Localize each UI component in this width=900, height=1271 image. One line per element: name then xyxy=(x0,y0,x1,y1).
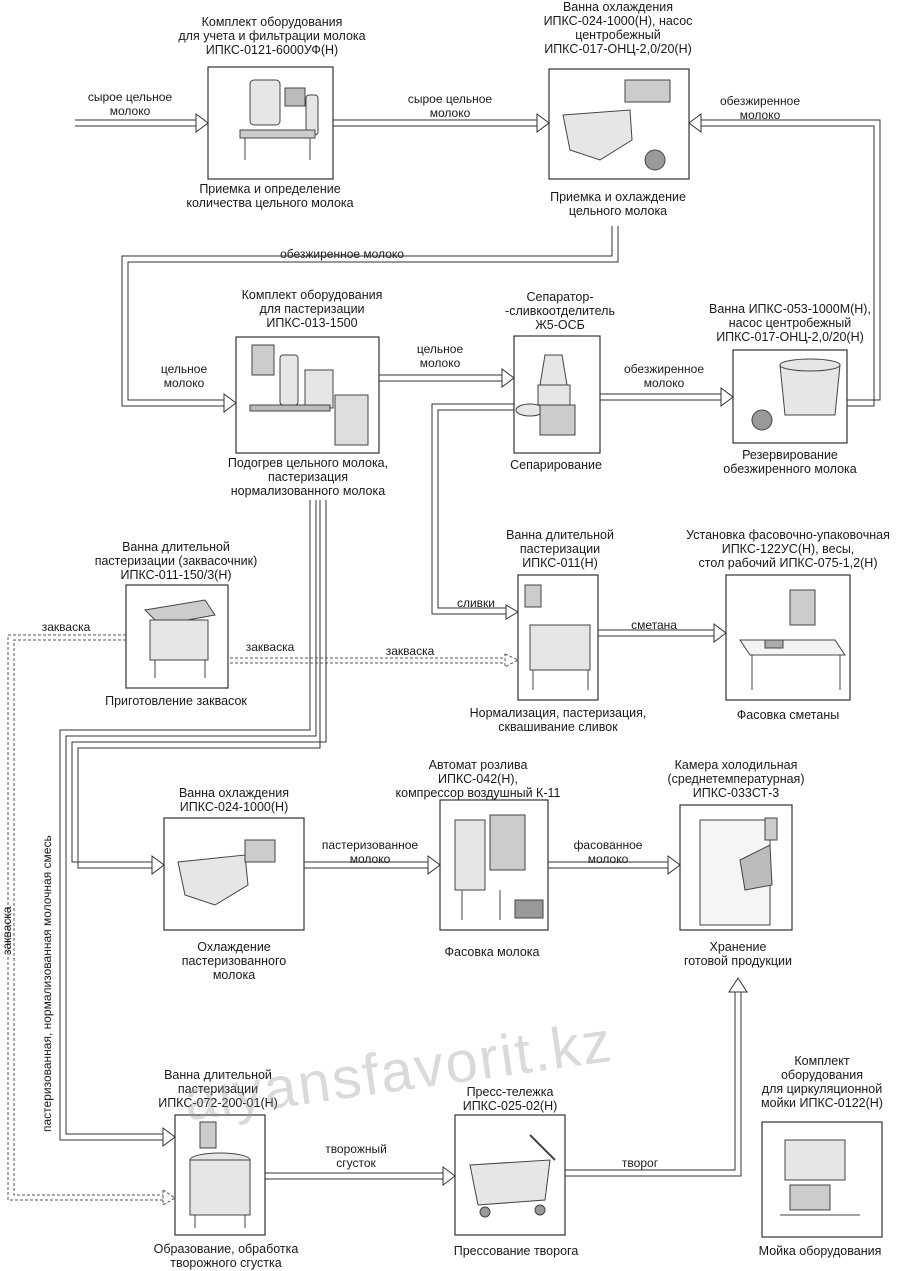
filling-machine-drawing xyxy=(454,814,544,920)
arrow-sour-cream xyxy=(598,623,727,643)
arrow-to-cooling2 xyxy=(71,500,327,875)
starter-tank-drawing xyxy=(143,599,216,678)
process-press-cart: Прессование творога xyxy=(453,1244,579,1258)
arrow-mix-down xyxy=(59,500,317,1147)
flow-tvorog: творог xyxy=(621,1156,659,1170)
arrow-cream xyxy=(431,403,519,620)
arrow-whole-to-separator xyxy=(379,368,515,388)
separator-drawing xyxy=(515,354,576,436)
box-cooling-bath-pump xyxy=(548,68,690,180)
flow-starter-right: закваска xyxy=(245,640,295,654)
cold-room-drawing xyxy=(699,817,778,926)
flow-starter-right2: закваска xyxy=(385,644,435,658)
box-sour-cream-packing xyxy=(725,574,851,701)
title-cold-room: Камера холодильная(среднетемпературная)И… xyxy=(667,758,805,800)
dash-starter-right xyxy=(230,653,520,668)
box-curd-bath xyxy=(174,1114,266,1236)
flow-sour-cream: сметана xyxy=(631,618,677,632)
box-cream-bath xyxy=(517,574,599,701)
flow-skim-to-pasteur: обезжиренное молоко xyxy=(280,247,404,261)
arrow-skim-to-reserve xyxy=(600,387,734,407)
cip-unit-drawing xyxy=(780,1139,860,1216)
press-cart-drawing xyxy=(469,1134,556,1218)
box-cooling-bath2 xyxy=(163,817,305,931)
cream-tank-drawing xyxy=(524,584,591,690)
box-cip xyxy=(761,1121,883,1238)
arrow-raw-to-cooling xyxy=(333,113,550,133)
process-starter-bath: Приготовление заквасок xyxy=(105,694,247,708)
process-cip: Мойка оборудования xyxy=(758,1244,882,1258)
flow-cream: сливки xyxy=(456,596,496,610)
cooling-bath-drawing xyxy=(562,79,671,171)
process-cream-bath: Нормализация, пастеризация,сквашивание с… xyxy=(469,706,647,734)
process-sour-cream-packing: Фасовка сметаны xyxy=(736,708,840,722)
dash-starter-left xyxy=(7,634,176,1206)
packing-machine-drawing xyxy=(739,589,846,690)
box-pasteurization-set xyxy=(235,336,380,454)
flow-mix-vertical: пастеризованная, нормализованная молочна… xyxy=(40,835,54,1132)
arrow-cooling-to-pasteur xyxy=(121,226,619,413)
process-separator: Сепарирование xyxy=(510,458,602,472)
filter-unit-drawing xyxy=(239,79,319,160)
curd-bath-drawing xyxy=(189,1121,251,1228)
arrow-raw-in xyxy=(75,113,209,133)
arrow-packed-milk xyxy=(548,855,681,875)
reserve-tank-drawing xyxy=(751,358,841,431)
arrow-tvorog xyxy=(565,977,748,1177)
process-filling-machine: Фасовка молока xyxy=(444,945,540,959)
cooling-bath2-drawing xyxy=(177,839,276,906)
box-press-cart xyxy=(454,1114,566,1236)
title-reserve-bath: Ванна ИПКС-053-1000М(Н),насос центробежн… xyxy=(709,302,871,344)
flow-starter-left: закваска xyxy=(41,620,91,634)
arrow-pasteurized-milk xyxy=(304,855,441,875)
pasteurizer-drawing xyxy=(249,344,369,446)
flow-starter-vertical: закваска xyxy=(0,906,14,955)
box-cold-room xyxy=(679,804,793,931)
arrow-curd xyxy=(265,1166,456,1186)
box-starter-bath xyxy=(125,584,229,689)
arrow-skim-return xyxy=(688,113,881,407)
